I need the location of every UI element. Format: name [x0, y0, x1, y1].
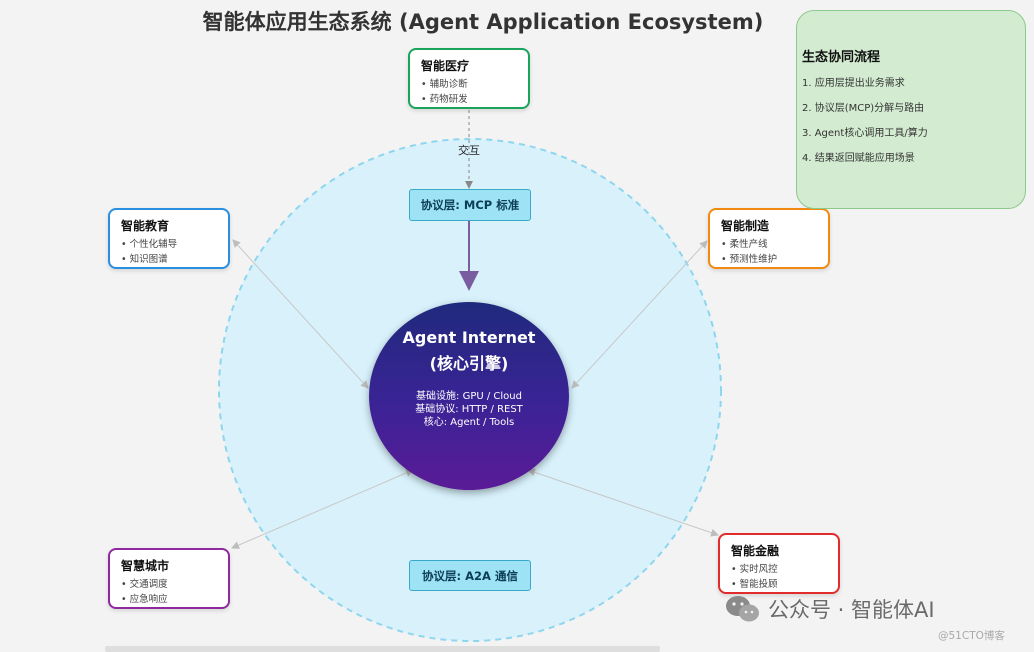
flow-panel: 生态协同流程 1. 应用层提出业务需求 2. 协议层(MCP)分解与路由 3. …	[796, 10, 1026, 209]
protocol-a2a-box: 协议层: A2A 通信	[409, 560, 531, 591]
node-education-item: 个性化辅导	[121, 237, 218, 252]
node-medical: 智能医疗 辅助诊断 药物研发	[408, 48, 530, 109]
core-engine-circle: Agent Internet (核心引擎) 基础设施: GPU / Cloud …	[369, 302, 569, 490]
finance-connector	[527, 468, 719, 537]
flow-step: 4. 结果返回赋能应用场景	[802, 153, 915, 164]
wechat-icon	[726, 596, 759, 622]
core-detail-core: 核心: Agent / Tools	[423, 417, 515, 428]
node-finance-item: 智能投顾	[731, 577, 828, 592]
node-city-title: 智慧城市	[121, 559, 170, 573]
protocol-a2a-label: 协议层: A2A 通信	[422, 568, 518, 583]
node-city-item: 应急响应	[121, 592, 218, 607]
core-detail-protocol: 基础协议: HTTP / REST	[415, 404, 523, 415]
node-medical-title: 智能医疗	[421, 59, 470, 73]
protocol-mcp-box: 协议层: MCP 标准	[409, 189, 531, 221]
interaction-label: 交互	[458, 144, 480, 157]
flow-title: 生态协同流程	[802, 50, 881, 65]
flow-step: 2. 协议层(MCP)分解与路由	[802, 103, 925, 114]
flow-step: 3. Agent核心调用工具/算力	[802, 128, 928, 139]
node-manufacturing: 智能制造 柔性产线 预测性维护	[708, 208, 830, 269]
node-finance-title: 智能金融	[731, 544, 780, 558]
node-medical-item: 辅助诊断	[421, 77, 518, 92]
core-detail-infra: 基础设施: GPU / Cloud	[416, 391, 522, 402]
education-connector	[232, 239, 369, 389]
node-finance: 智能金融 实时风控 智能投顾	[718, 533, 840, 594]
node-city-item: 交通调度	[121, 577, 218, 592]
node-manufacturing-title: 智能制造	[721, 219, 770, 233]
node-education-item: 知识图谱	[121, 252, 218, 267]
watermark-text: 公众号 · 智能体AI	[768, 598, 935, 622]
node-manufacturing-item: 柔性产线	[721, 237, 818, 252]
horizontal-scrollbar[interactable]	[105, 646, 660, 652]
node-manufacturing-item: 预测性维护	[721, 252, 818, 267]
node-medical-item: 药物研发	[421, 92, 518, 107]
node-education-title: 智能教育	[121, 219, 170, 233]
flow-step: 1. 应用层提出业务需求	[802, 78, 905, 89]
watermark-credit: @51CTO博客	[938, 630, 1005, 642]
protocol-mcp-label: 协议层: MCP 标准	[420, 198, 520, 212]
core-title: Agent Internet	[402, 328, 536, 347]
core-subtitle: (核心引擎)	[429, 354, 509, 373]
city-connector	[231, 469, 414, 549]
manufacturing-connector	[571, 240, 708, 389]
node-finance-item: 实时风控	[731, 562, 828, 577]
node-city: 智慧城市 交通调度 应急响应	[108, 548, 230, 609]
node-education: 智能教育 个性化辅导 知识图谱	[108, 208, 230, 269]
page-title: 智能体应用生态系统 (Agent Application Ecosystem)	[202, 10, 764, 34]
